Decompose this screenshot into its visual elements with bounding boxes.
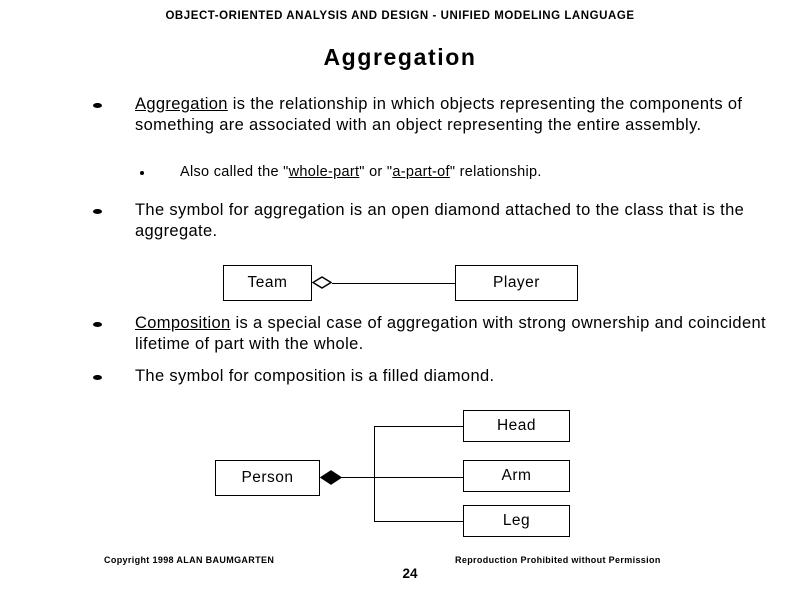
aggregation-association-line [332, 283, 455, 284]
uml-class-label-head: Head [496, 417, 537, 434]
bullet-item-4: The symbol for composition is a filled d… [90, 366, 770, 387]
open-diamond-icon [312, 276, 332, 289]
page-title: Aggregation [323, 44, 477, 70]
uml-class-label-team: Team [247, 274, 288, 291]
subbullet-1-prefix: Also called the " [180, 164, 289, 180]
bullet-marker-icon [93, 322, 102, 327]
bullet-3-rest: is a special case of aggregation with st… [135, 314, 766, 353]
subbullet-marker-icon [140, 171, 144, 175]
bullet-3-term: Composition [135, 314, 231, 332]
bullet-1-rest: is the relationship in which objects rep… [135, 95, 743, 134]
subbullet-1-suffix: " relationship. [449, 164, 542, 180]
uml-class-box-player: Player [455, 265, 578, 301]
bullet-item-2: The symbol for aggregation is an open di… [90, 200, 770, 242]
bullet-1-term: Aggregation [135, 95, 228, 113]
uml-class-label-player: Player [493, 274, 540, 291]
uml-class-box-team: Team [223, 265, 312, 301]
course-header: OBJECT-ORIENTED ANALYSIS AND DESIGN - UN… [165, 10, 635, 22]
uml-class-box-head: Head [463, 410, 570, 442]
uml-class-box-leg: Leg [463, 505, 570, 537]
subbullet-1-middle: " or " [359, 164, 393, 180]
footer-rights-notice: Reproduction Prohibited without Permissi… [455, 555, 661, 565]
composition-branch-line-leg [374, 521, 463, 522]
uml-class-label-person: Person [241, 469, 294, 486]
filled-diamond-icon [320, 470, 342, 485]
bullet-item-3: Composition is a special case of aggrega… [90, 313, 770, 355]
uml-class-label-leg: Leg [502, 512, 531, 529]
composition-branch-line-head [374, 426, 463, 427]
bullet-3-text: Composition is a special case of aggrega… [135, 313, 770, 355]
subbullet-item-1: Also called the "whole-part" or "a-part-… [138, 163, 758, 182]
uml-class-box-arm: Arm [463, 460, 570, 492]
bullet-marker-icon [93, 209, 102, 214]
composition-stem-line [341, 477, 463, 478]
bullet-1-text: Aggregation is the relationship in which… [135, 94, 770, 136]
page-number: 24 [402, 566, 418, 581]
composition-trunk-line [374, 426, 375, 521]
subbullet-1-term-whole-part: whole-part [288, 164, 360, 180]
subbullet-1-text: Also called the "whole-part" or "a-part-… [180, 163, 758, 182]
bullet-4-text: The symbol for composition is a filled d… [135, 367, 495, 385]
uml-class-label-arm: Arm [501, 467, 532, 484]
subbullet-1-term-a-part-of: a-part-of [392, 164, 450, 180]
bullet-item-1: Aggregation is the relationship in which… [90, 94, 770, 136]
bullet-2-text: The symbol for aggregation is an open di… [135, 201, 745, 240]
bullet-marker-icon [93, 375, 102, 380]
bullet-marker-icon [93, 103, 102, 108]
footer-copyright: Copyright 1998 ALAN BAUMGARTEN [104, 555, 275, 565]
uml-class-box-person: Person [215, 460, 320, 496]
